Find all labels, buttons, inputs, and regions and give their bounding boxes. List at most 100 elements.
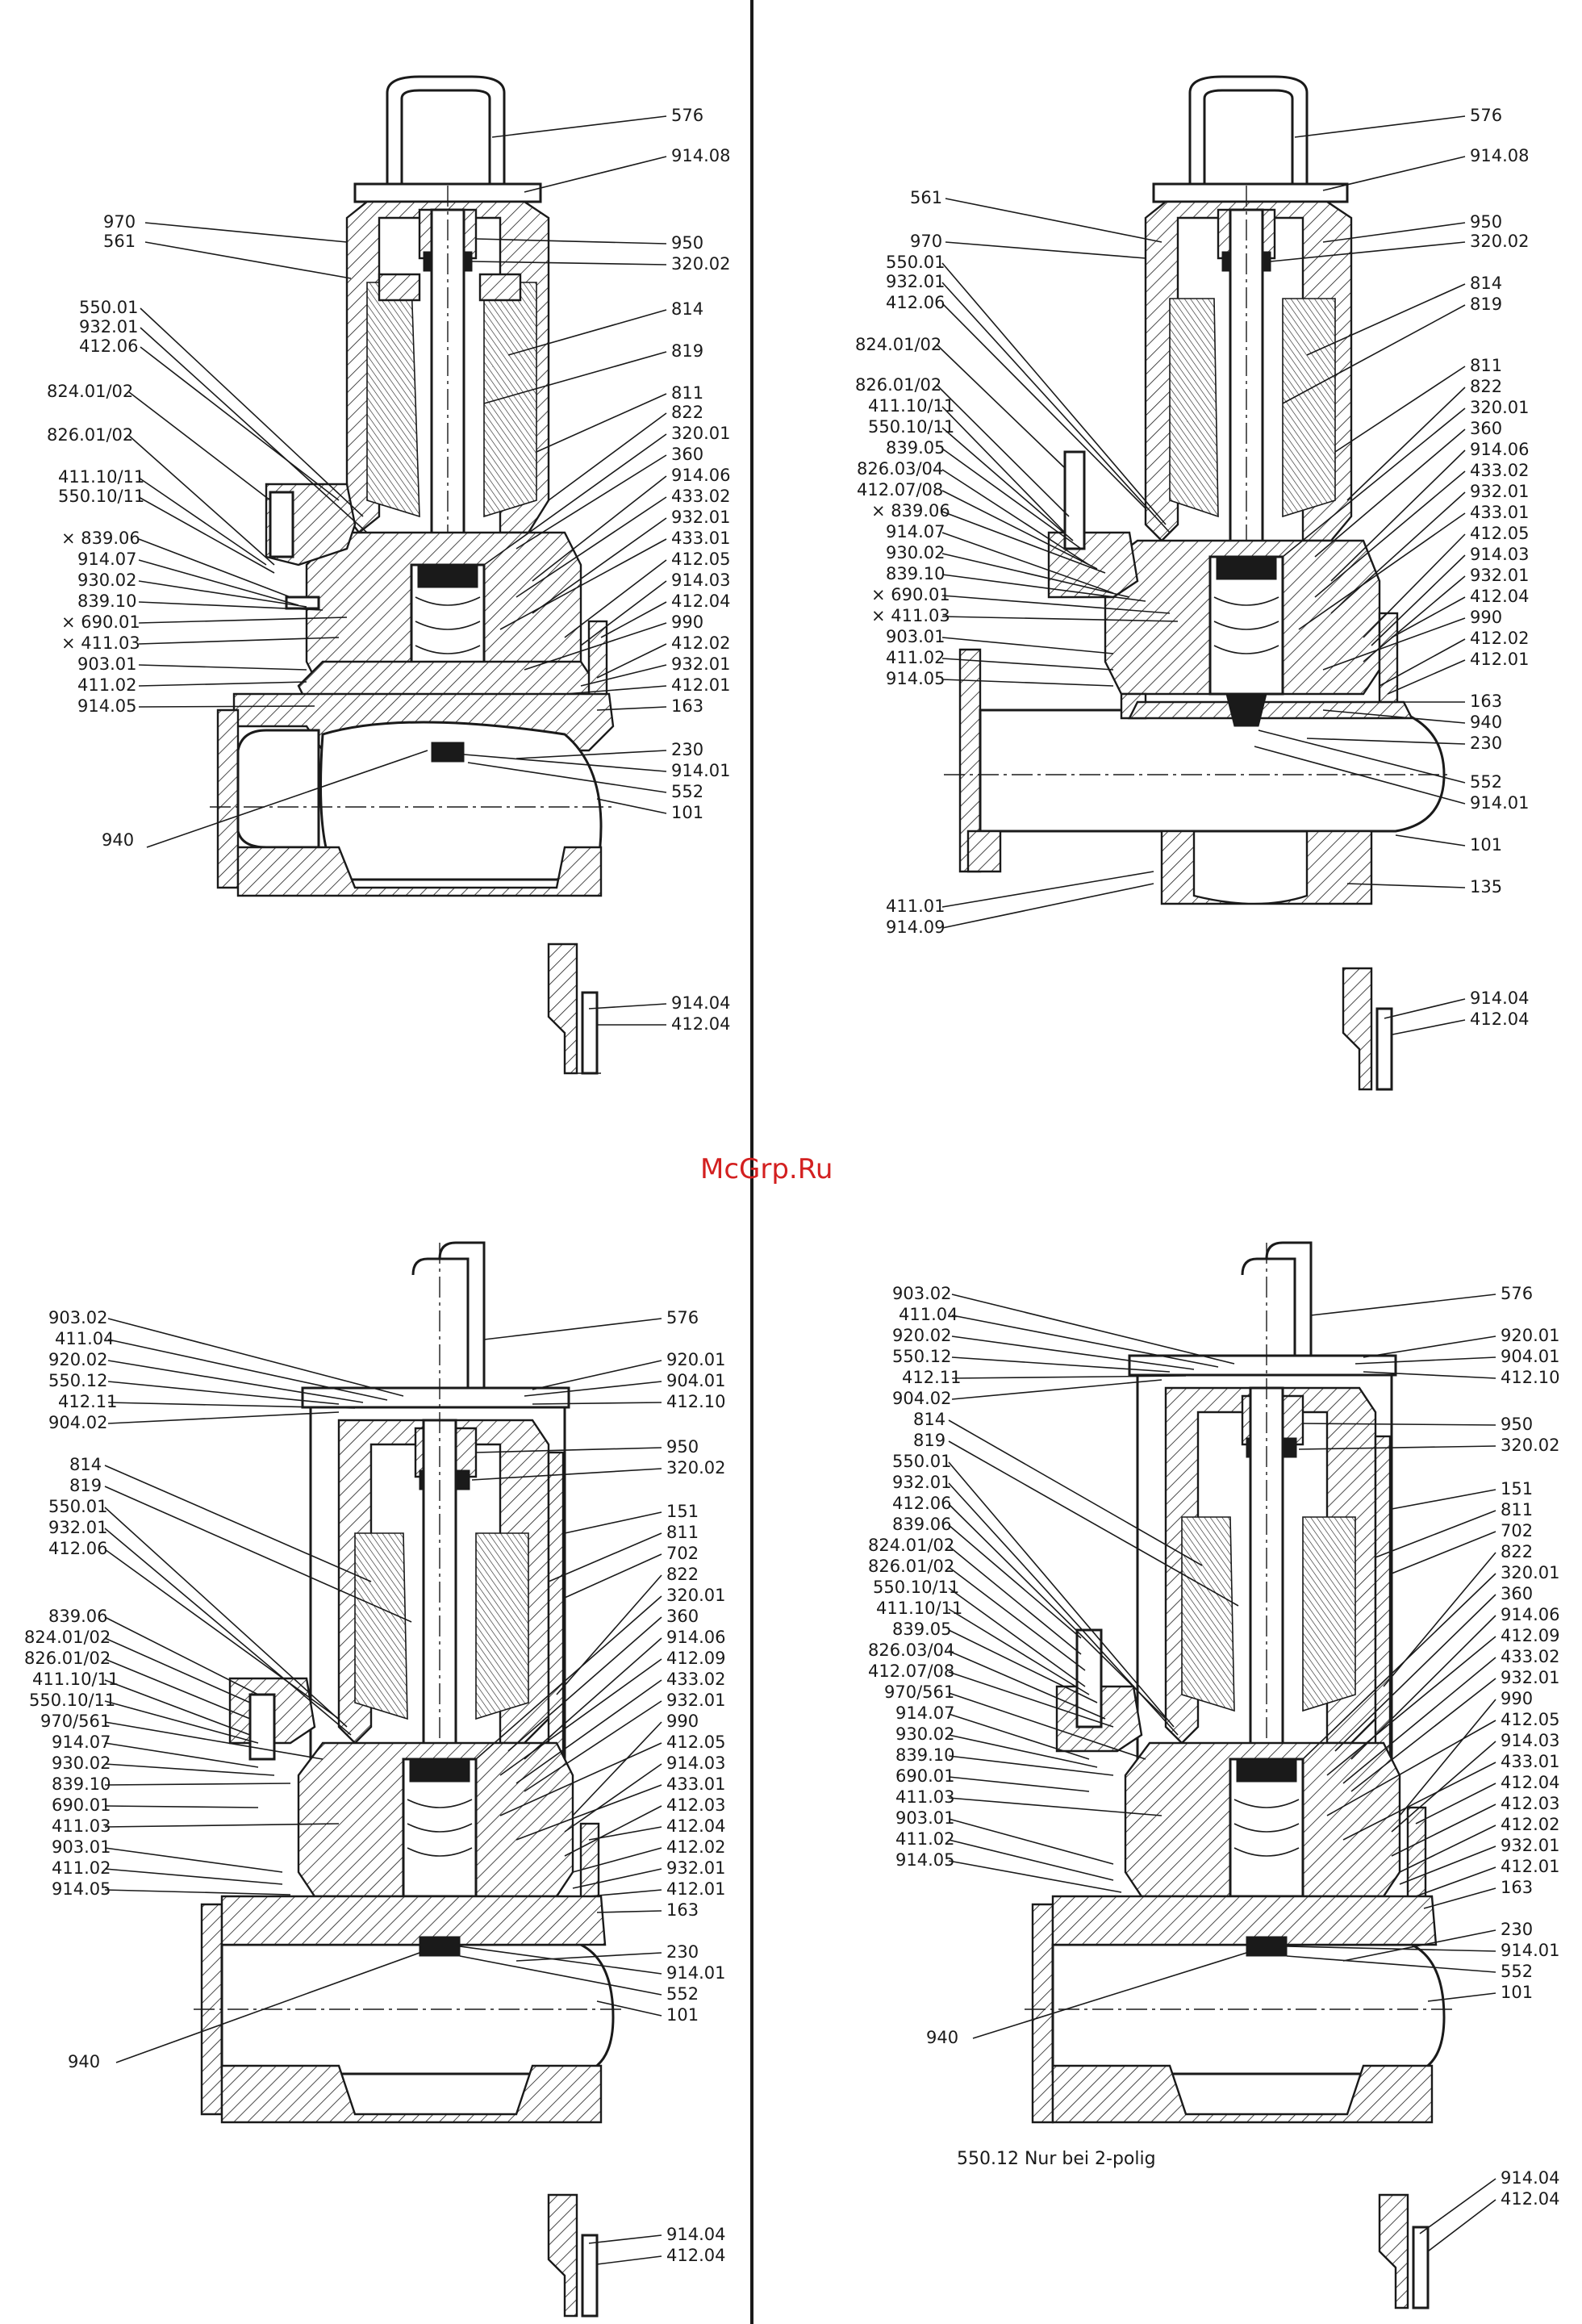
pump-drawing bbox=[194, 1241, 621, 2124]
left-leader-lines bbox=[948, 1294, 1247, 2039]
part-label: 411.02 bbox=[77, 675, 136, 695]
part-label: 412.05 bbox=[1470, 524, 1529, 543]
part-label: 101 bbox=[1470, 835, 1502, 855]
part-label: 814 bbox=[1470, 274, 1502, 293]
part-label: 412.05 bbox=[1501, 1710, 1559, 1729]
part-label: 561 bbox=[103, 232, 136, 251]
part-label: 914.06 bbox=[666, 1628, 725, 1647]
part-label: 412.06 bbox=[48, 1539, 107, 1558]
part-label: 839.10 bbox=[895, 1745, 954, 1765]
part-label: 702 bbox=[666, 1544, 699, 1563]
part-label: 826.01/02 bbox=[868, 1557, 954, 1576]
part-label: 819 bbox=[1470, 295, 1502, 314]
part-label: 412.04 bbox=[671, 591, 730, 611]
part-label: 903.01 bbox=[895, 1808, 954, 1828]
part-label: 970/561 bbox=[40, 1712, 111, 1731]
panel-bottom-left: 903.02 411.04 920.02 550.12 412.11 904.0… bbox=[24, 1241, 725, 2318]
part-label: 920.01 bbox=[666, 1350, 725, 1369]
left-labels: 561 970 550.01 932.01 412.06 824.01/02 8… bbox=[855, 188, 954, 937]
part-label: 920.02 bbox=[892, 1326, 951, 1345]
part-label: 826.03/04 bbox=[857, 459, 943, 479]
detail-labels: 914.04 412.04 bbox=[588, 2225, 725, 2265]
part-label: 822 bbox=[671, 403, 703, 422]
part-label: 914.08 bbox=[671, 146, 730, 165]
part-label: 970 bbox=[103, 212, 136, 232]
part-label: 920.02 bbox=[48, 1350, 107, 1369]
detail-labels: 914.04 412.04 bbox=[588, 993, 730, 1034]
part-label: 914.05 bbox=[77, 696, 136, 716]
part-label: 811 bbox=[671, 383, 703, 403]
part-label: 914.01 bbox=[1501, 1941, 1559, 1960]
part-label: 826.01/02 bbox=[47, 425, 133, 445]
part-label: × 839.06 bbox=[871, 501, 950, 520]
part-label: 135 bbox=[1470, 877, 1502, 897]
part-label: 839.05 bbox=[892, 1620, 951, 1639]
part-label: 412.06 bbox=[892, 1494, 951, 1513]
part-label: × 411.03 bbox=[61, 633, 140, 653]
part-label: 320.01 bbox=[666, 1586, 725, 1605]
part-label: 433.02 bbox=[1470, 461, 1529, 480]
part-label: 914.01 bbox=[1470, 793, 1529, 813]
part-label: 550.10/11 bbox=[29, 1691, 115, 1710]
part-label: 101 bbox=[666, 2005, 699, 2025]
part-label: 320.02 bbox=[666, 1458, 725, 1478]
part-label: 914.06 bbox=[671, 466, 730, 485]
part-label: × 690.01 bbox=[871, 585, 950, 604]
part-label: 932.01 bbox=[671, 508, 730, 527]
part-label: 914.03 bbox=[1470, 545, 1529, 564]
right-leader-lines bbox=[1286, 1294, 1496, 2002]
detail-labels: 914.04 412.04 bbox=[1384, 989, 1529, 1035]
part-label: 811 bbox=[1470, 356, 1502, 375]
part-label: 819 bbox=[671, 341, 703, 361]
part-label: 412.01 bbox=[1501, 1857, 1559, 1876]
right-leader-lines bbox=[463, 115, 667, 814]
left-leader-lines bbox=[128, 222, 428, 848]
part-label: 914.03 bbox=[671, 571, 730, 590]
part-label: 412.09 bbox=[666, 1649, 725, 1668]
part-label: 411.03 bbox=[895, 1787, 954, 1807]
part-label: 552 bbox=[671, 782, 703, 801]
part-label: 412.04 bbox=[666, 1816, 725, 1836]
part-label: 822 bbox=[1470, 377, 1502, 396]
part-label: 826.03/04 bbox=[868, 1641, 954, 1660]
part-label: 412.04 bbox=[666, 2246, 725, 2265]
part-label: 576 bbox=[1501, 1284, 1533, 1303]
part-label: 914.05 bbox=[895, 1850, 954, 1870]
part-label: 163 bbox=[671, 696, 703, 716]
part-label: 932.01 bbox=[1470, 566, 1529, 585]
part-label: 824.01/02 bbox=[855, 335, 941, 354]
part-label: 914.07 bbox=[895, 1703, 954, 1723]
detail-view bbox=[1342, 967, 1393, 1091]
part-label: 230 bbox=[1501, 1920, 1533, 1939]
panel-bottom-right: 903.02 411.04 920.02 550.12 412.11 904.0… bbox=[868, 1241, 1559, 2309]
part-label: 230 bbox=[671, 740, 703, 759]
part-label: 411.10/11 bbox=[868, 396, 954, 416]
part-label: 360 bbox=[666, 1607, 699, 1626]
part-label: 950 bbox=[671, 233, 703, 253]
part-label: 932.01 bbox=[1501, 1836, 1559, 1855]
part-label: 550.01 bbox=[892, 1452, 951, 1471]
part-label: 819 bbox=[69, 1476, 102, 1495]
part-label: 550.12 bbox=[892, 1347, 951, 1366]
part-label: 839.10 bbox=[52, 1774, 111, 1794]
part-label: 839.05 bbox=[886, 438, 945, 458]
part-label: 914.05 bbox=[52, 1879, 111, 1899]
part-label: 433.02 bbox=[671, 487, 730, 506]
part-label: 903.02 bbox=[892, 1284, 951, 1303]
part-label: 411.03 bbox=[52, 1816, 111, 1836]
part-label: 914.06 bbox=[1470, 440, 1529, 459]
part-label: 914.01 bbox=[671, 761, 730, 780]
part-label: 932.01 bbox=[892, 1473, 951, 1492]
left-leader-lines bbox=[104, 1318, 420, 2063]
part-label: 411.10/11 bbox=[58, 467, 144, 487]
part-label: 433.01 bbox=[666, 1774, 725, 1794]
part-label: 914.07 bbox=[886, 522, 945, 541]
part-label: 320.02 bbox=[1501, 1436, 1559, 1455]
part-label: 412.06 bbox=[886, 293, 945, 312]
part-label: 839.06 bbox=[892, 1515, 951, 1534]
part-label: 822 bbox=[1501, 1542, 1533, 1561]
part-label: 903.01 bbox=[77, 654, 136, 674]
part-label: 690.01 bbox=[52, 1795, 111, 1815]
part-label: 433.02 bbox=[666, 1670, 725, 1689]
pump-drawing bbox=[944, 75, 1452, 905]
